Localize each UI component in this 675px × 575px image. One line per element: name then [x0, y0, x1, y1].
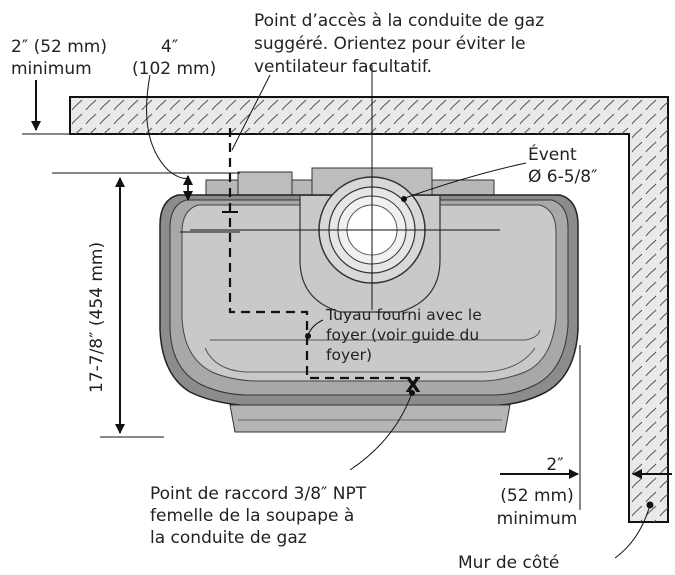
offset-label: 4″	[161, 37, 178, 57]
pipe-label-line3: foyer)	[326, 346, 372, 364]
offset-dimension	[52, 172, 240, 233]
connection-label-line3: la conduite de gaz	[150, 528, 307, 548]
vent-label: Évent	[528, 143, 577, 165]
depth-dimension	[100, 177, 164, 438]
gas-access-label-line2: suggéré. Orientez pour éviter le	[254, 34, 526, 54]
leader-lines	[146, 74, 654, 559]
side-clearance-minimum: minimum	[497, 509, 578, 529]
connection-label-line2: femelle de la soupape à	[150, 506, 354, 526]
offset-metric: (102 mm)	[132, 59, 216, 79]
pipe-label-line1: Tuyau fourni avec le	[325, 306, 482, 324]
gas-access-label-line3: ventilateur facultatif.	[254, 57, 432, 77]
side-clearance-label: 2″	[546, 455, 563, 475]
side-clearance-metric: (52 mm)	[500, 486, 573, 506]
side-wall-label: Mur de côté	[458, 553, 559, 573]
top-clearance-minimum: minimum	[11, 59, 92, 79]
vent-diameter: Ø 6-5/8″	[528, 167, 597, 187]
connection-label-line1: Point de raccord 3/8″ NPT	[150, 484, 367, 504]
fireplace-unit	[159, 167, 579, 433]
top-clearance-dimension	[22, 80, 70, 135]
center-lines	[190, 65, 500, 310]
top-clearance-label: 2″ (52 mm)	[11, 37, 107, 57]
gas-pipe-route	[222, 128, 420, 380]
pipe-label-line2: foyer (voir guide du	[326, 326, 479, 344]
gas-access-label-line1: Point d’accès à la conduite de gaz	[254, 11, 544, 31]
text-labels: Point d’accès à la conduite de gaz suggé…	[11, 11, 597, 573]
connection-point-marker: X	[405, 373, 421, 397]
depth-label: 17-7/8″ (454 mm)	[87, 242, 107, 393]
side-clearance-dimension	[500, 345, 672, 510]
